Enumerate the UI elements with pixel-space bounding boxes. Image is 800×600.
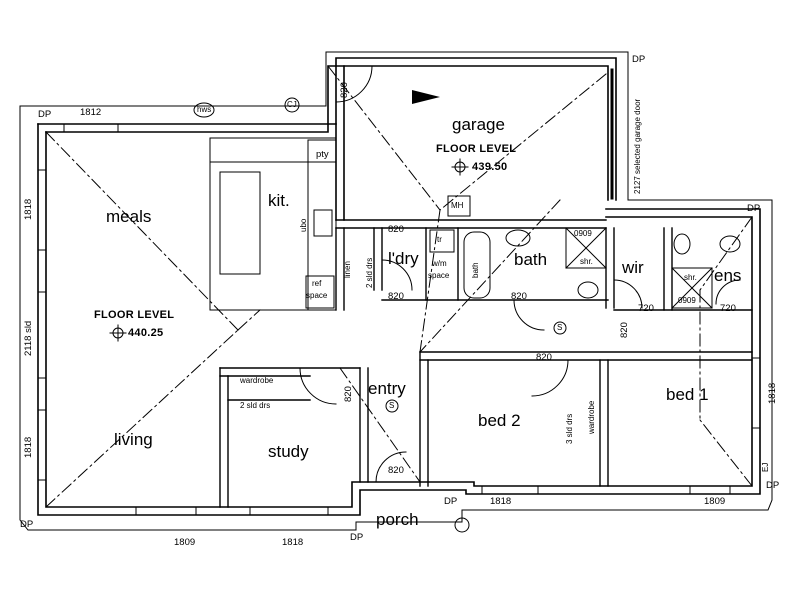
dim-wir-door: 720	[638, 303, 654, 314]
ref-label-2: space	[306, 291, 328, 300]
room-label-bed2: bed 2	[478, 411, 521, 430]
ref-label-1: ref	[312, 279, 322, 288]
trough-label: tr	[437, 235, 442, 244]
bathtub-label: bath	[471, 262, 480, 278]
smoke-detector-hall	[553, 321, 567, 335]
ensuite-shower-size: 0909	[678, 296, 696, 305]
dim-left-lower: 1818	[23, 436, 34, 458]
smoke-detector-entry	[385, 399, 399, 413]
level-markers	[109, 158, 469, 342]
bed2-wardrobe-label: wardrobe	[587, 400, 596, 434]
linen-sliding-doors: 2 sld drs	[365, 257, 374, 288]
floor-level-house-title: FLOOR LEVEL	[94, 309, 175, 321]
downpipe-label: DP	[747, 203, 761, 214]
downpipe-label: DP	[20, 519, 34, 530]
linen-label: linen	[343, 261, 352, 278]
dim-bottom-left: 1809	[174, 537, 196, 548]
dim-bottom-right-2: 1809	[704, 496, 726, 507]
dim-bath-door: 820	[511, 291, 527, 302]
dim-laundry-door-2: 820	[388, 291, 404, 302]
room-label-living: living	[114, 430, 153, 449]
ubo-label: ubo	[299, 218, 308, 232]
roof-lines	[45, 65, 753, 508]
room-label-porch: porch	[376, 510, 419, 529]
dim-right-bed1: 1818	[767, 382, 778, 404]
control-joint-label: CJ	[287, 100, 297, 109]
ensuite-shower-label: shr.	[684, 273, 697, 282]
smoke-detector-entry-label: S	[389, 401, 395, 410]
pantry-label: pty	[316, 149, 329, 160]
kitchen-bench	[209, 137, 337, 311]
dim-left-mid: 2118 sld	[23, 320, 34, 356]
interior-walls	[219, 219, 753, 508]
downpipe-label: DP	[766, 480, 780, 491]
room-label-garage: garage	[452, 115, 505, 134]
downpipe-label: DP	[444, 496, 458, 507]
dim-bed2-door: 820	[536, 352, 552, 363]
washing-machine-label-1: w/m	[432, 259, 447, 268]
downpipe-label: DP	[632, 54, 646, 65]
expansion-joint-label: EJ	[761, 462, 770, 472]
room-label-kitchen: kit.	[268, 191, 290, 210]
dim-porch-door: 820	[388, 465, 404, 476]
dim-garage-door: 820	[339, 82, 350, 98]
downpipe-label: DP	[350, 532, 364, 543]
room-label-wir: wir	[622, 258, 644, 277]
dim-hall-door: 820	[619, 322, 630, 338]
eave-outline	[19, 51, 773, 531]
room-label-bed1: bed 1	[666, 385, 709, 404]
manhole-label: MH	[451, 201, 464, 210]
dim-left-upper: 1818	[23, 198, 34, 220]
dim-bottom-right-1: 1818	[490, 496, 512, 507]
wet-area-fixtures	[429, 195, 741, 309]
downpipe-label: DP	[38, 109, 52, 120]
bath-shower-label: shr.	[580, 257, 593, 266]
floor-level-house-value: 440.25	[128, 327, 164, 339]
dim-laundry-door: 820	[388, 224, 404, 235]
door-swings	[299, 65, 741, 483]
dim-ensuite-door: 720	[720, 303, 736, 314]
dim-top-window: 1812	[80, 107, 102, 118]
windows	[37, 123, 761, 516]
room-label-bath: bath	[514, 250, 548, 269]
hws-label: hws	[197, 105, 212, 114]
study-sliding-doors: 2 sld drs	[240, 401, 271, 410]
floor-level-garage-value: 439.50	[472, 161, 508, 173]
bed2-sliding-doors: 3 sld drs	[565, 413, 574, 444]
room-label-laundry: l'dry	[388, 249, 419, 268]
room-label-study: study	[268, 442, 309, 461]
washing-machine-label-2: space	[428, 271, 450, 280]
bath-shower-size: 0909	[574, 229, 592, 238]
study-wardrobe-label: wardrobe	[240, 376, 274, 385]
dim-bottom-mid: 1818	[282, 537, 304, 548]
dim-entry-door: 820	[343, 386, 354, 402]
room-label-ensuite: ens	[714, 266, 742, 285]
floor-level-garage-title: FLOOR LEVEL	[436, 143, 517, 155]
garage-door-label: 2127 selected garage door	[633, 98, 642, 194]
room-label-entry: entry	[368, 379, 406, 398]
garage-arrow-icon	[412, 90, 440, 104]
smoke-detector-hall-label: S	[557, 323, 563, 332]
room-label-meals: meals	[106, 207, 152, 226]
